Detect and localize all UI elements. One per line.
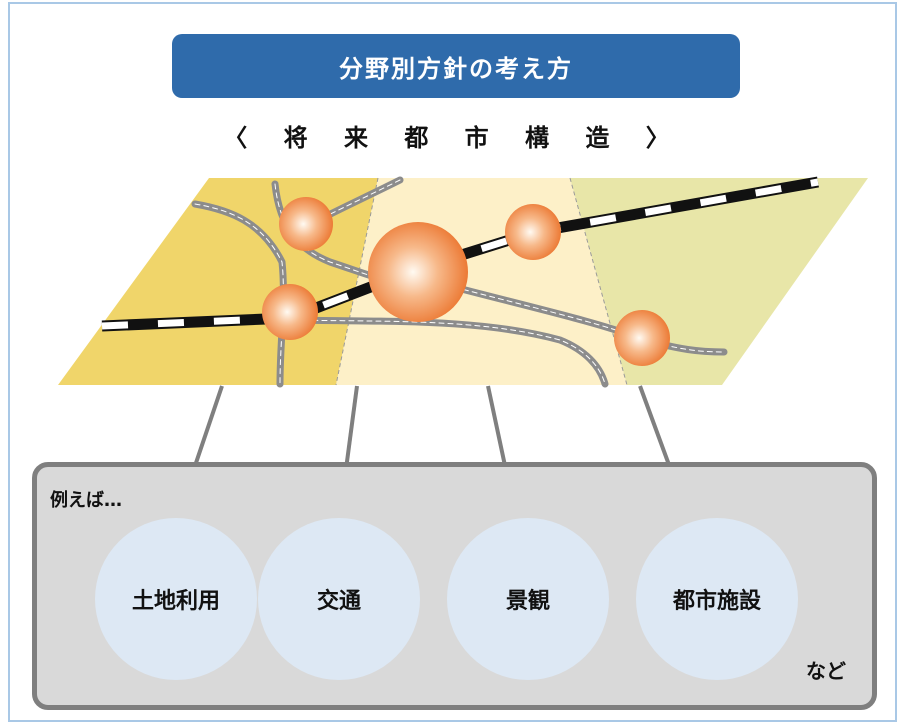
example-label: 例えば… xyxy=(50,490,122,511)
urban-node-1 xyxy=(279,197,333,251)
urban-node-2 xyxy=(262,284,318,340)
page-title: 分野別方針の考え方 xyxy=(172,34,740,98)
zone-divider-1 xyxy=(335,177,379,386)
category-label: 交通 xyxy=(316,589,361,614)
urban-node-main xyxy=(368,222,468,322)
category-label: 景観 xyxy=(505,589,550,614)
category-label: 土地利用 xyxy=(131,589,220,614)
category-circle-landscape: 景観 xyxy=(447,518,609,680)
category-circle-land-use: 土地利用 xyxy=(95,518,257,680)
subtitle-future-urban-structure: 〈 将 来 都 市 構 造 〉 xyxy=(223,124,684,152)
etc-label: など xyxy=(806,659,846,683)
urban-node-4 xyxy=(614,310,670,366)
category-circle-urban-facilities: 都市施設 xyxy=(636,518,798,680)
category-label: 都市施設 xyxy=(672,589,761,614)
category-circle-transport: 交通 xyxy=(258,518,420,680)
urban-node-3 xyxy=(505,204,561,260)
